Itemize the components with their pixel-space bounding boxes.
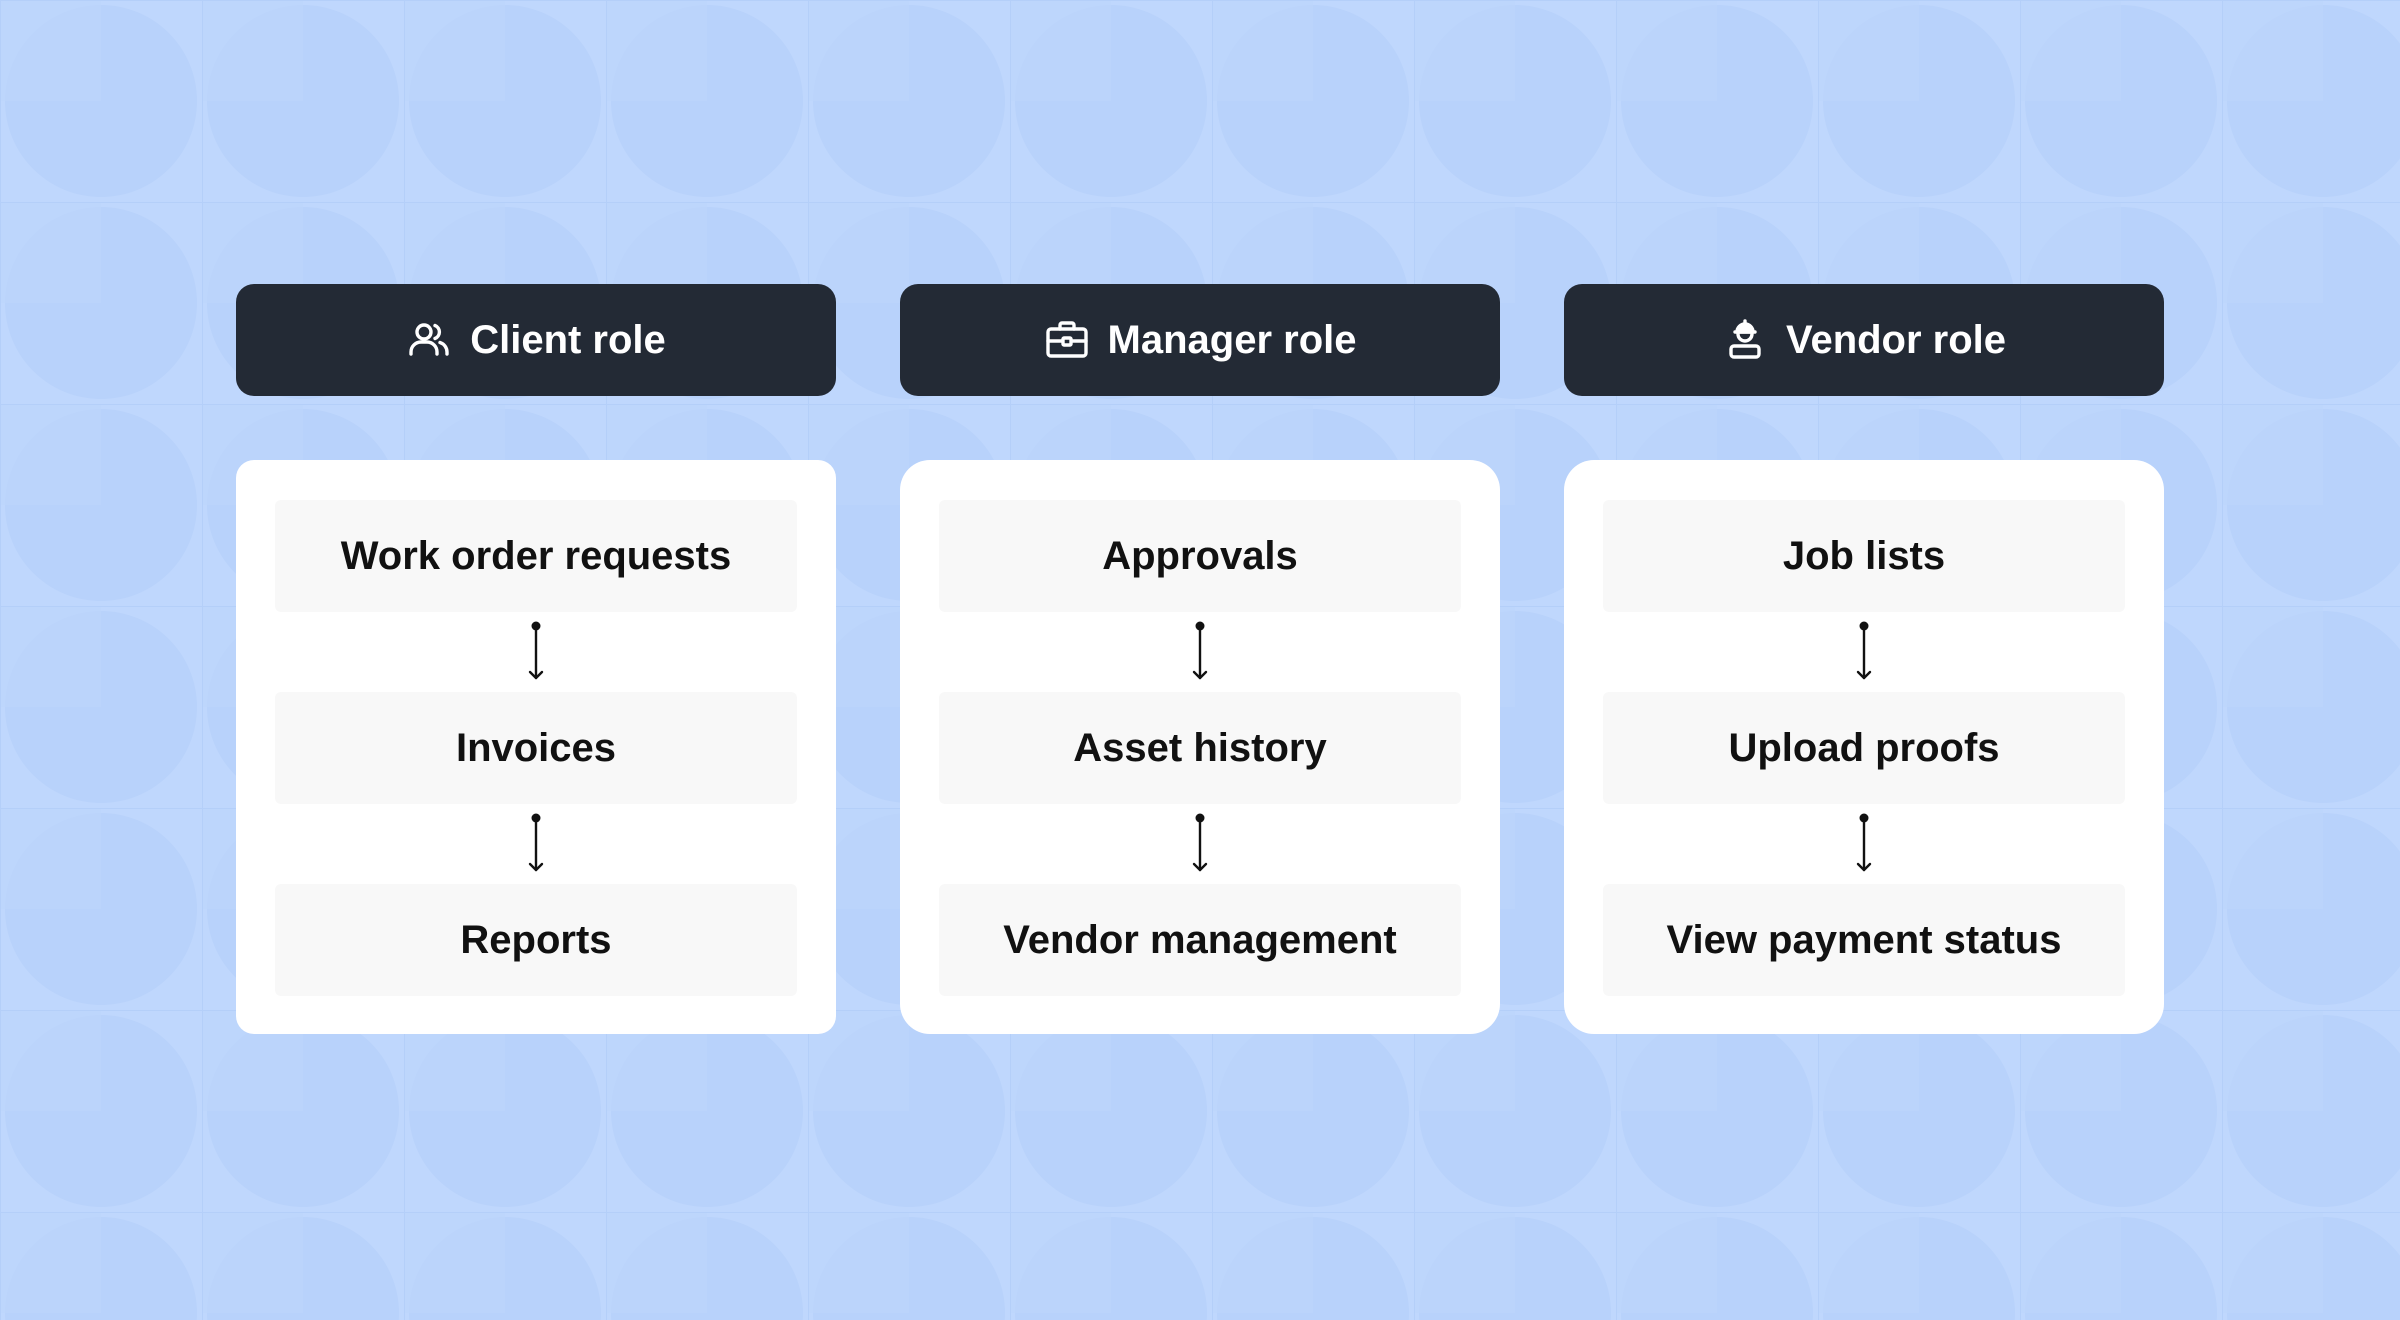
vendor-role-header: Vendor role xyxy=(1564,284,2164,396)
worker-icon xyxy=(1722,317,1768,363)
client-role-title: Client role xyxy=(470,317,666,362)
client-item-invoices: Invoices xyxy=(275,692,797,804)
manager-role-header: Manager role xyxy=(900,284,1500,396)
vendor-item-job-lists: Job lists xyxy=(1603,500,2125,612)
arrow-down-connector xyxy=(275,804,797,884)
vendor-role-column: Vendor role Job lists Upload proofs View… xyxy=(1564,284,2164,1034)
briefcase-icon xyxy=(1044,317,1090,363)
arrow-down-connector xyxy=(939,612,1461,692)
client-role-card: Work order requests Invoices Reports xyxy=(236,460,836,1034)
client-item-reports: Reports xyxy=(275,884,797,996)
manager-item-approvals: Approvals xyxy=(939,500,1461,612)
users-icon xyxy=(406,317,452,363)
client-role-column: Client role Work order requests Invoices… xyxy=(236,284,836,1034)
vendor-item-upload-proofs: Upload proofs xyxy=(1603,692,2125,804)
arrow-down-connector xyxy=(275,612,797,692)
manager-role-card: Approvals Asset history Vendor managemen… xyxy=(900,460,1500,1034)
client-role-header: Client role xyxy=(236,284,836,396)
arrow-down-connector xyxy=(939,804,1461,884)
vendor-item-view-payment-status: View payment status xyxy=(1603,884,2125,996)
manager-item-vendor-management: Vendor management xyxy=(939,884,1461,996)
manager-role-column: Manager role Approvals Asset history Ven… xyxy=(900,284,1500,1034)
vendor-role-title: Vendor role xyxy=(1785,317,2007,362)
client-item-work-order-requests: Work order requests xyxy=(275,500,797,612)
vendor-role-card: Job lists Upload proofs View payment sta… xyxy=(1564,460,2164,1034)
manager-item-asset-history: Asset history xyxy=(939,692,1461,804)
arrow-down-connector xyxy=(1603,804,2125,884)
arrow-down-connector xyxy=(1603,612,2125,692)
manager-role-title: Manager role xyxy=(1107,317,1357,362)
